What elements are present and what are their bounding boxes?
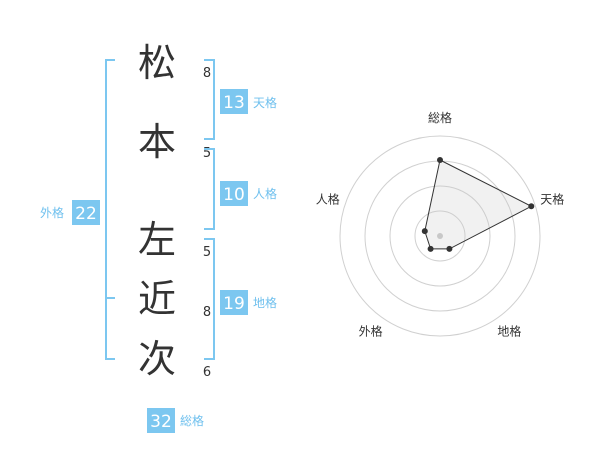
gaikaku-badge: 外格 22 (40, 200, 100, 225)
soukaku-badge: 32 総格 (147, 408, 204, 433)
radar-axis-label-5: 人格 (316, 192, 340, 207)
tenkaku-badge: 13 天格 (220, 89, 277, 114)
stroke-count-5: 6 (203, 365, 211, 380)
name-char-1: 松 (138, 41, 176, 85)
jinkaku-bracket (204, 148, 215, 230)
chikaku-label: 地格 (253, 295, 277, 310)
name-char-4: 近 (138, 277, 176, 321)
radar-point-1 (437, 157, 443, 163)
radar-point-3 (446, 245, 453, 252)
chikaku-value: 19 (223, 294, 245, 314)
radar-point-2 (528, 203, 535, 210)
soukaku-value: 32 (150, 412, 172, 432)
radar-ring-4 (339, 135, 541, 337)
name-char-5: 次 (138, 337, 176, 381)
radar-ring-1 (414, 210, 466, 262)
name-char-2: 本 (138, 120, 176, 164)
radar-point-5 (421, 228, 428, 235)
radar-ring-2 (389, 185, 491, 287)
radar-axis-label-2: 天格 (540, 192, 564, 207)
radar-axis-label-1: 総格 (428, 110, 452, 125)
stroke-count-4: 8 (203, 305, 211, 320)
stroke-count-1: 8 (203, 66, 211, 81)
tenkaku-value: 13 (223, 93, 245, 113)
brackets (105, 59, 215, 360)
radar-point-4 (427, 245, 434, 252)
soukaku-label: 総格 (180, 413, 204, 428)
chikaku-badge: 19 地格 (220, 290, 277, 315)
radar-axis-label-4: 外格 (359, 324, 383, 339)
radar-polygon (424, 159, 533, 250)
name-column: 松 8 本 5 左 5 近 8 次 6 (138, 41, 211, 381)
tenkaku-label: 天格 (253, 95, 277, 110)
radar-axis-label-3: 地格 (497, 324, 521, 339)
gaikaku-value: 22 (75, 204, 97, 224)
radar-center-dot (437, 233, 443, 239)
gaikaku-label: 外格 (40, 205, 64, 220)
chikaku-bracket (204, 238, 215, 360)
stroke-count-3: 5 (203, 245, 211, 260)
jinkaku-label: 人格 (253, 186, 277, 201)
jinkaku-badge: 10 人格 (220, 181, 277, 206)
gaikaku-bracket-outer (105, 59, 115, 360)
name-char-3: 左 (138, 218, 176, 262)
tenkaku-bracket (204, 59, 215, 140)
stroke-count-2: 5 (203, 146, 211, 161)
jinkaku-value: 10 (223, 185, 245, 205)
